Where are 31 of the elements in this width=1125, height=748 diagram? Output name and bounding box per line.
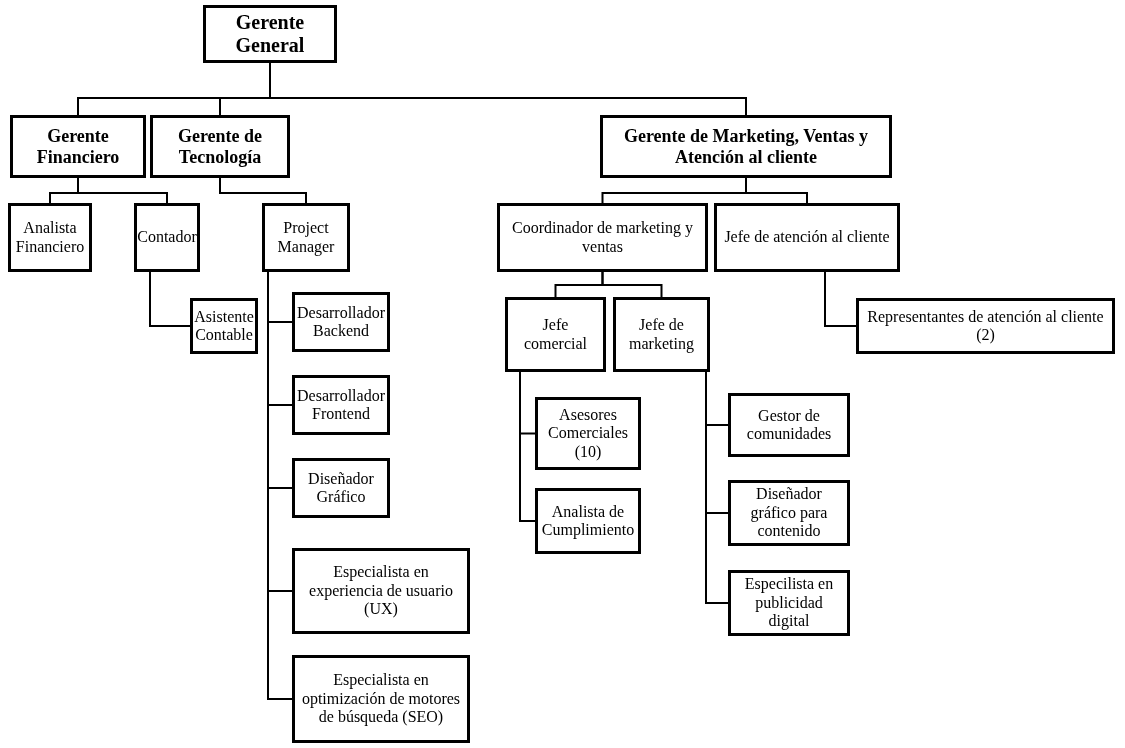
position-box: Gerente de Marketing, Ventas y Atención al cliente (600, 115, 892, 178)
position-box: Contador (134, 203, 200, 272)
position-box: Asesores Comerciales (10) (535, 397, 641, 470)
position-box: Jefe comercial (505, 297, 606, 372)
position-box: Gestor de comunidades (728, 393, 850, 457)
position-box: Diseñador Gráfico (292, 458, 390, 518)
position-box: Gerente de Tecnología (150, 115, 290, 178)
position-box: Analista Financiero (8, 203, 92, 272)
connector-line (219, 177, 307, 204)
position-box: Asistente Contable (190, 298, 258, 354)
connector-line (705, 371, 729, 604)
connector-line (824, 271, 857, 327)
position-box: Coordinador de marketing y ventas (497, 203, 708, 272)
connector-line (149, 271, 191, 327)
position-box: Jefe de marketing (613, 297, 710, 372)
connector-line (77, 177, 168, 204)
position-box: Desarrollador Backend (292, 292, 390, 352)
position-box: Especilista en publicidad digital (728, 570, 850, 636)
position-box: Jefe de atención al cliente (714, 203, 900, 272)
position-box: Project Manager (262, 203, 350, 272)
position-box: Especialista en optimización de motores de búsqueda (SEO) (292, 655, 470, 743)
position-box: Diseñador gráfico para contenido (728, 480, 850, 546)
connector-line (601, 271, 663, 298)
position-box: Gerente Financiero (10, 115, 146, 178)
position-box: Representantes de atención al cliente (2) (856, 298, 1115, 354)
connector-line (745, 177, 808, 204)
position-box: Analista de Cumplimiento (535, 488, 641, 554)
position-box: Desarrollador Frontend (292, 375, 390, 435)
connector-line (519, 371, 536, 522)
position-box: Gerente General (203, 5, 337, 63)
position-box: Especialista en experiencia de usuario (UX) (292, 548, 470, 634)
